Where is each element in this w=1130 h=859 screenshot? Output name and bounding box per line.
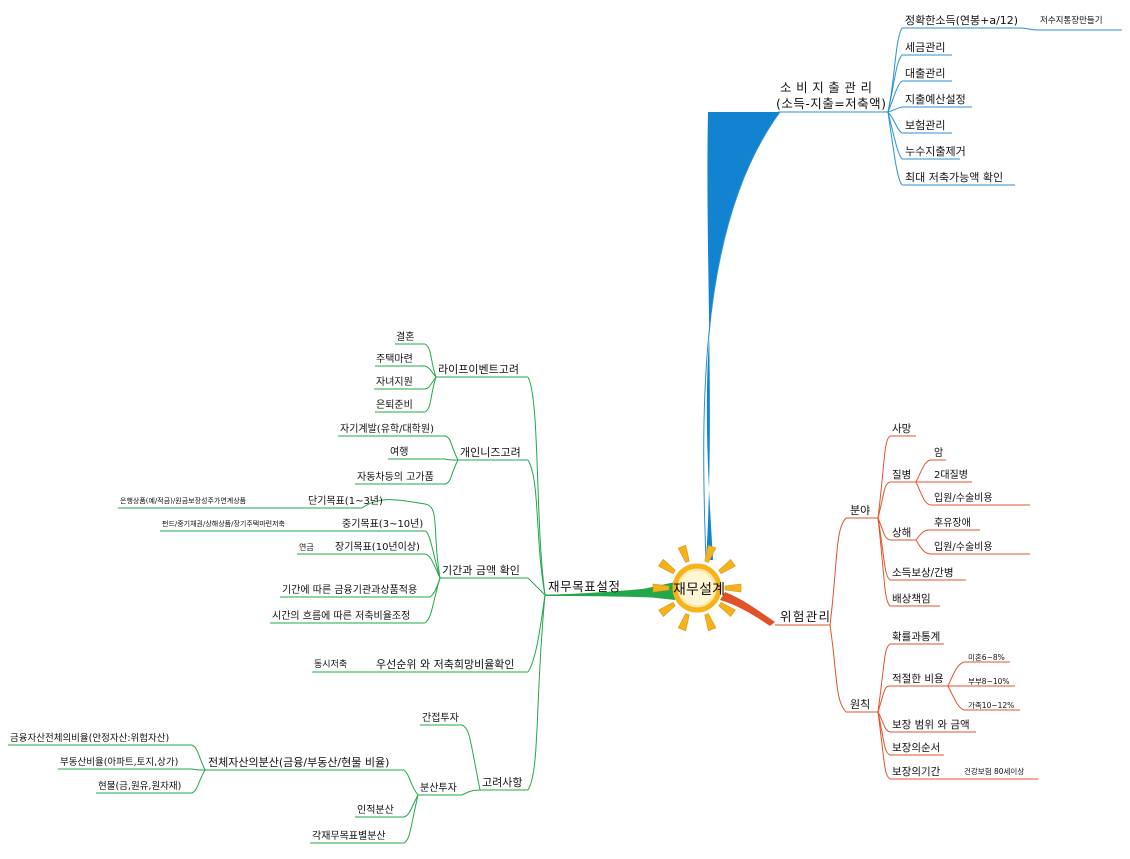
spending-item-tax: 세금관리 xyxy=(905,41,945,54)
goals-life-events: 라이프이벤트고려 xyxy=(438,363,519,376)
risk-title: 위험관리 xyxy=(780,609,830,624)
risk-disease-item: 입원/수술비용 xyxy=(934,491,993,504)
goals-need-item: 자기계발(유학/대학원) xyxy=(340,423,434,435)
risk-injury: 상해 xyxy=(892,526,911,539)
goals-period-apply: 기간에 따른 금융기관과상품적용 xyxy=(282,584,417,596)
risk-period: 보장의기간 xyxy=(892,766,941,778)
risk-injury-item: 후유장애 xyxy=(934,517,971,529)
risk-coverage: 보장 범위 와 금액 xyxy=(892,718,970,731)
risk-branches xyxy=(775,435,1038,780)
goals-indirect: 간접투자 xyxy=(422,712,459,724)
risk-liability: 배상책임 xyxy=(892,592,931,605)
goals-personal-needs: 개인니즈고려 xyxy=(460,446,521,459)
risk-period-note: 건강보험 80세이상 xyxy=(964,766,1024,776)
goals-period-mid-note: 펀드/중기채권/상해상품/장기주택마련저축 xyxy=(162,519,286,528)
goals-asset-item: 부동산비율(아파트,토지,상가) xyxy=(60,757,178,768)
spending-item-max: 최대 저축가능액 확인 xyxy=(905,171,1003,184)
spending-title-line2: (소득-지출=저축액) xyxy=(776,96,886,111)
risk-order: 보장의순서 xyxy=(892,742,940,754)
goals-human: 인적분산 xyxy=(357,804,394,816)
goals-period: 기간과 금액 확인 xyxy=(442,564,520,577)
risk-principle: 원칙 xyxy=(850,698,870,711)
goals-period-short-note: 은행상품(예/적금)/원금보장성주가연계상품 xyxy=(120,496,247,505)
goals-period-long-note: 연금 xyxy=(299,543,314,552)
spending-item-insurance: 보험관리 xyxy=(905,119,945,132)
goals-life-event-item: 자녀지원 xyxy=(376,376,413,388)
spending-item-loan: 대출관리 xyxy=(905,67,945,80)
goals-branches xyxy=(8,343,620,844)
goals-period-mid: 중기목표(3~10년) xyxy=(342,518,423,530)
spending-title-line1: 소비지출관리 xyxy=(780,80,872,95)
spending-item-income: 정확한소득(연봉+a/12) xyxy=(905,14,1018,27)
goals-need-item: 자동차등의 고가품 xyxy=(357,471,434,483)
risk-cost-item: 미혼6~8% xyxy=(968,652,1005,662)
risk-death: 사망 xyxy=(892,423,912,435)
risk-injury-item: 입원/수술비용 xyxy=(934,540,993,553)
spending-item-income-sub: 저수지통장만들기 xyxy=(1040,15,1103,26)
risk-income: 소득보상/간병 xyxy=(892,567,954,579)
goals-diversify: 분산투자 xyxy=(420,782,457,794)
goals-considerations: 고려사항 xyxy=(482,776,522,789)
trunk-spending xyxy=(706,112,780,560)
spending-item-budget: 지출예산설정 xyxy=(905,93,966,106)
goals-life-event-item: 결혼 xyxy=(396,330,414,343)
risk-disease-item: 2대질병 xyxy=(934,469,968,481)
goals-life-event-item: 주택마련 xyxy=(376,353,413,365)
trunk-risk xyxy=(720,592,775,626)
goals-each: 각재무목표별분산 xyxy=(312,830,386,842)
risk-cost-item: 가족10~12% xyxy=(968,701,1014,710)
goals-priority: 우선순위 와 저축희망비율확인 xyxy=(376,658,515,671)
risk-disease: 질병 xyxy=(892,469,911,481)
goals-period-short: 단기목표(1~3년) xyxy=(308,495,383,507)
risk-cost-item: 부부8~10% xyxy=(968,677,1010,686)
goals-asset-item: 금융자산전체의비율(안정자산:위험자산) xyxy=(10,732,169,744)
goals-asset-item: 현물(금,원유,원자재) xyxy=(98,781,181,792)
goals-period-long: 장기목표(10년이상) xyxy=(335,541,420,553)
risk-disease-item: 암 xyxy=(934,447,943,459)
goals-period-adjust: 시간의 흐름에 따른 저축비율조정 xyxy=(272,610,410,622)
risk-field: 분야 xyxy=(850,504,870,517)
spending-item-leak: 누수지출제거 xyxy=(905,145,966,158)
sun-icon xyxy=(652,544,742,632)
center-label: 재무설계 xyxy=(673,582,725,598)
goals-life-event-item: 은퇴준비 xyxy=(376,399,413,411)
spending-branches xyxy=(778,27,1122,186)
goals-asset-diversify: 전체자산의분산(금융/부동산/현물 비율) xyxy=(208,756,389,769)
risk-stats: 확률과통계 xyxy=(892,630,940,643)
trunk-spending-edge xyxy=(703,111,781,561)
goals-priority-note: 동시저축 xyxy=(314,659,347,670)
risk-cost: 적절한 비용 xyxy=(892,672,944,685)
goals-title: 재무목표설정 xyxy=(548,579,620,594)
goals-need-item: 여행 xyxy=(390,446,408,458)
